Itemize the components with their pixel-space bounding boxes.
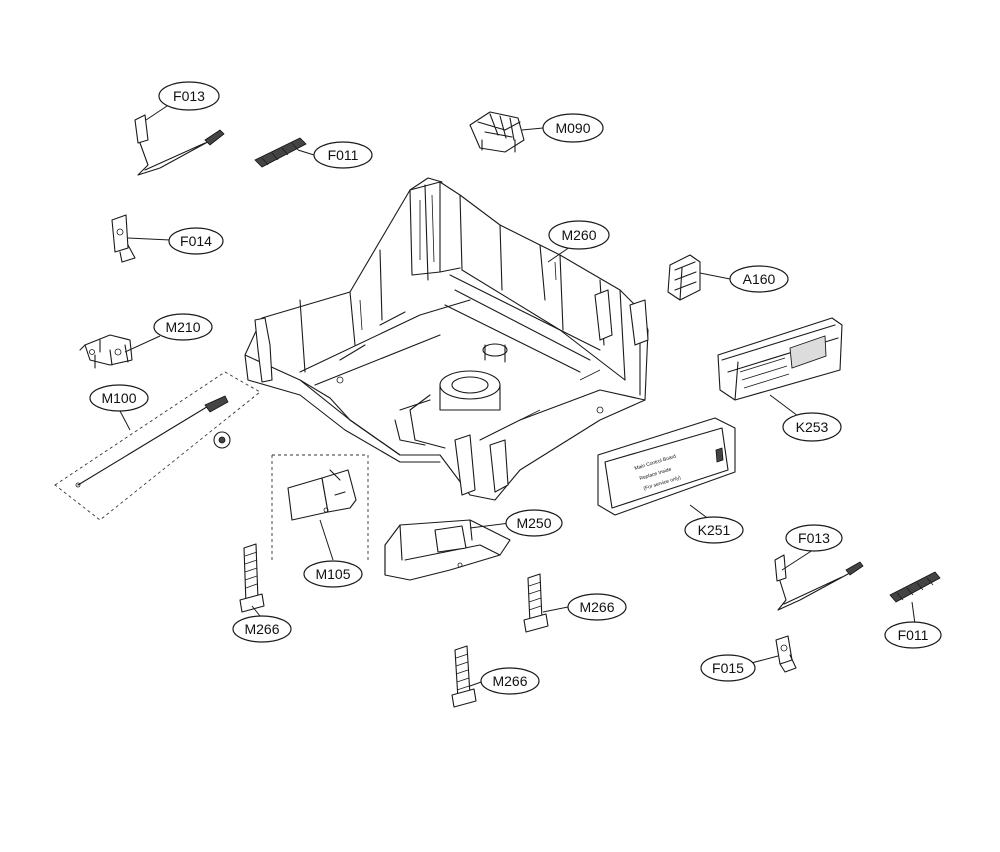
callout-m250: M250 <box>505 509 563 537</box>
label-m266-mid: M266 <box>579 599 614 615</box>
part-k253 <box>717 317 843 401</box>
callout-f013-top: F013 <box>158 81 220 111</box>
callout-m105: M105 <box>303 560 363 588</box>
callout-m210: M210 <box>153 313 213 341</box>
label-m266-bottom: M266 <box>492 673 527 689</box>
callout-m100: M100 <box>89 384 149 412</box>
part-f015 <box>775 635 797 673</box>
label-f011-right: F011 <box>898 627 929 643</box>
callout-f011-top: F011 <box>313 141 373 169</box>
callout-k253: K253 <box>782 412 842 442</box>
callout-m266-left: M266 <box>232 615 292 643</box>
label-a160: A160 <box>743 271 776 287</box>
label-k253: K253 <box>796 419 829 435</box>
part-m266-bottom <box>451 645 477 708</box>
callout-m266-bottom: M266 <box>480 667 540 695</box>
part-k251: Main Control Board Replace Inside (For s… <box>597 417 736 516</box>
callout-f013-right: F013 <box>785 524 843 552</box>
part-f014 <box>111 214 136 263</box>
label-m090: M090 <box>555 120 590 136</box>
label-m260: M260 <box>561 227 596 243</box>
base-frame-m260 <box>244 177 649 501</box>
label-k251: K251 <box>698 522 731 538</box>
label-f015: F015 <box>712 660 744 676</box>
label-m100: M100 <box>101 390 136 406</box>
label-f011-top: F011 <box>328 147 359 163</box>
part-f011-right <box>889 571 941 603</box>
callout-f015: F015 <box>700 654 756 682</box>
label-m266-left: M266 <box>244 621 279 637</box>
part-a160 <box>667 254 701 301</box>
callout-f014: F014 <box>168 227 224 255</box>
part-m266-mid <box>523 573 549 633</box>
label-f013-right: F013 <box>798 530 830 546</box>
callout-f011-right: F011 <box>884 621 942 649</box>
label-f013-top: F013 <box>173 88 205 104</box>
part-m266-left <box>239 543 265 613</box>
callout-m090: M090 <box>542 113 604 143</box>
part-f013-top <box>134 114 225 176</box>
label-m105: M105 <box>315 566 350 582</box>
callout-a160: A160 <box>729 265 789 293</box>
part-m210 <box>79 334 133 369</box>
callout-k251: K251 <box>684 516 744 544</box>
part-m105 <box>271 454 369 560</box>
part-f011-top <box>254 137 307 168</box>
label-m210: M210 <box>165 319 200 335</box>
part-m100 <box>54 371 261 521</box>
callout-m260: M260 <box>548 220 610 250</box>
label-f014: F014 <box>180 233 212 249</box>
part-m250 <box>384 519 511 581</box>
part-f013-right <box>774 554 864 611</box>
part-m090 <box>469 111 525 153</box>
callout-m266-mid: M266 <box>567 593 627 621</box>
label-m250: M250 <box>516 515 551 531</box>
